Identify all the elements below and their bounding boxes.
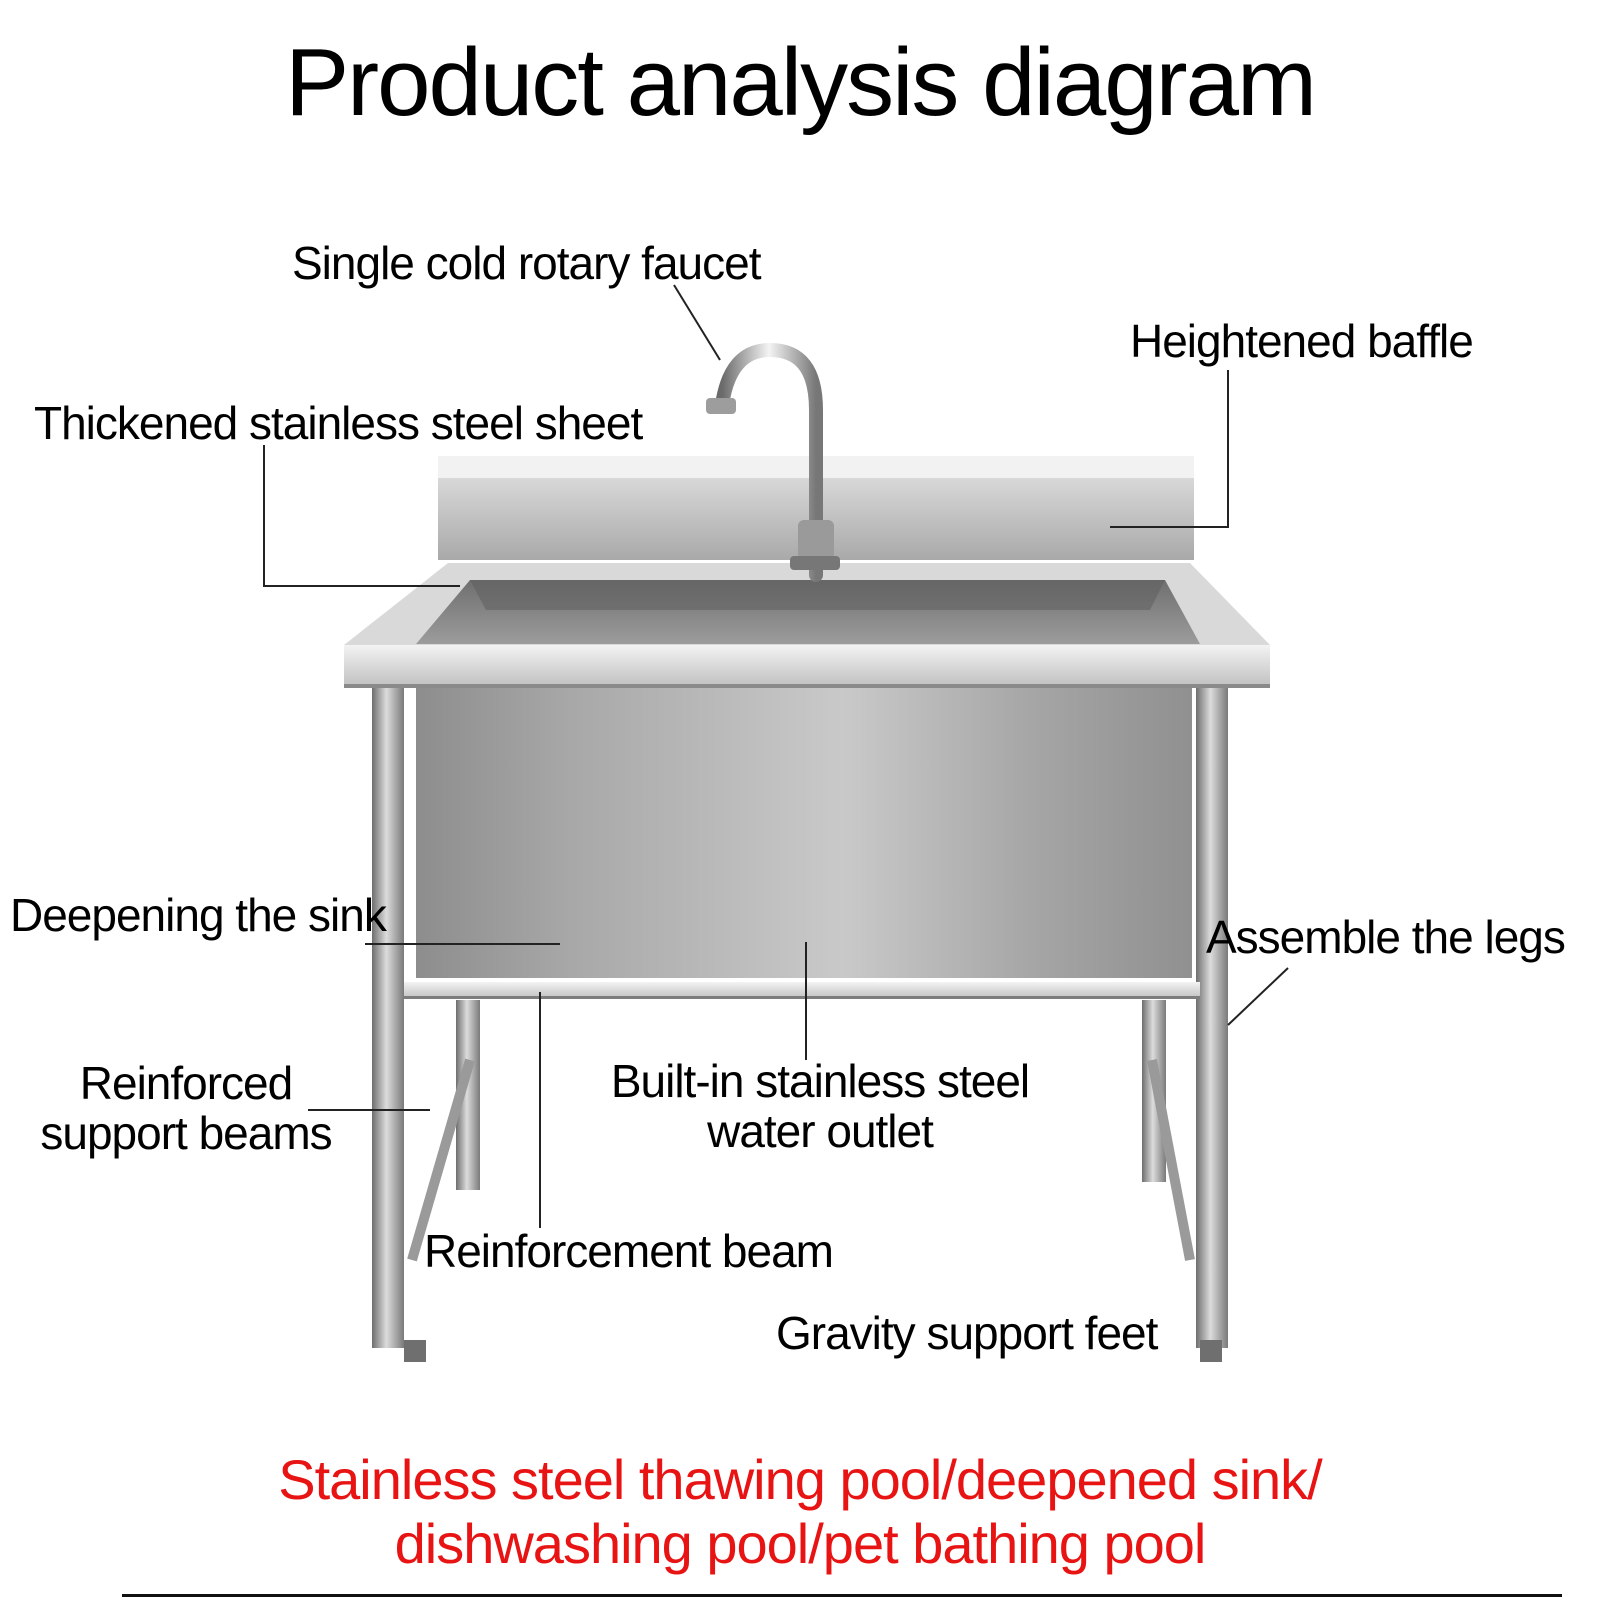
leader-faucet [673,284,721,361]
leader-sheet [263,445,460,587]
leader-legs [1227,967,1289,1026]
label-sheet: Thickened stainless steel sheet [34,397,643,449]
label-support-beams-line1: Reinforced [79,1057,293,1109]
label-outlet: Built-in stainless steel water outlet [590,1056,1050,1156]
bottom-divider [122,1594,1562,1597]
leader-baffle [1110,370,1229,528]
label-faucet: Single cold rotary faucet [292,237,761,289]
deep-bowl [416,688,1192,978]
label-outlet-line1: Built-in stainless steel [610,1055,1030,1107]
page-title: Product analysis diagram [285,29,1317,136]
caption-line1: Stainless steel thawing pool/deepened si… [278,1448,1323,1511]
label-deepen: Deepening the sink [10,889,387,941]
label-reinforcement-beam: Reinforcement beam [424,1225,834,1277]
front-legs [372,688,1228,1362]
label-outlet-line2: water outlet [707,1105,934,1157]
sink-deck [344,563,1270,688]
leader-lines [263,284,1289,1228]
label-support-beams: Reinforced support beams [26,1058,346,1158]
foot-left [404,1340,426,1362]
product-caption: Stainless steel thawing pool/deepened si… [0,1448,1600,1576]
faucet [706,342,840,582]
label-baffle: Heightened baffle [1130,315,1474,367]
foot-right [1200,1340,1222,1362]
label-support-beams-line2: support beams [40,1107,332,1159]
caption-line2: dishwashing pool/pet bathing pool [394,1512,1207,1575]
label-legs: Assemble the legs [1206,911,1566,963]
reinforcement-beams [404,982,1200,1262]
label-feet: Gravity support feet [776,1307,1158,1359]
